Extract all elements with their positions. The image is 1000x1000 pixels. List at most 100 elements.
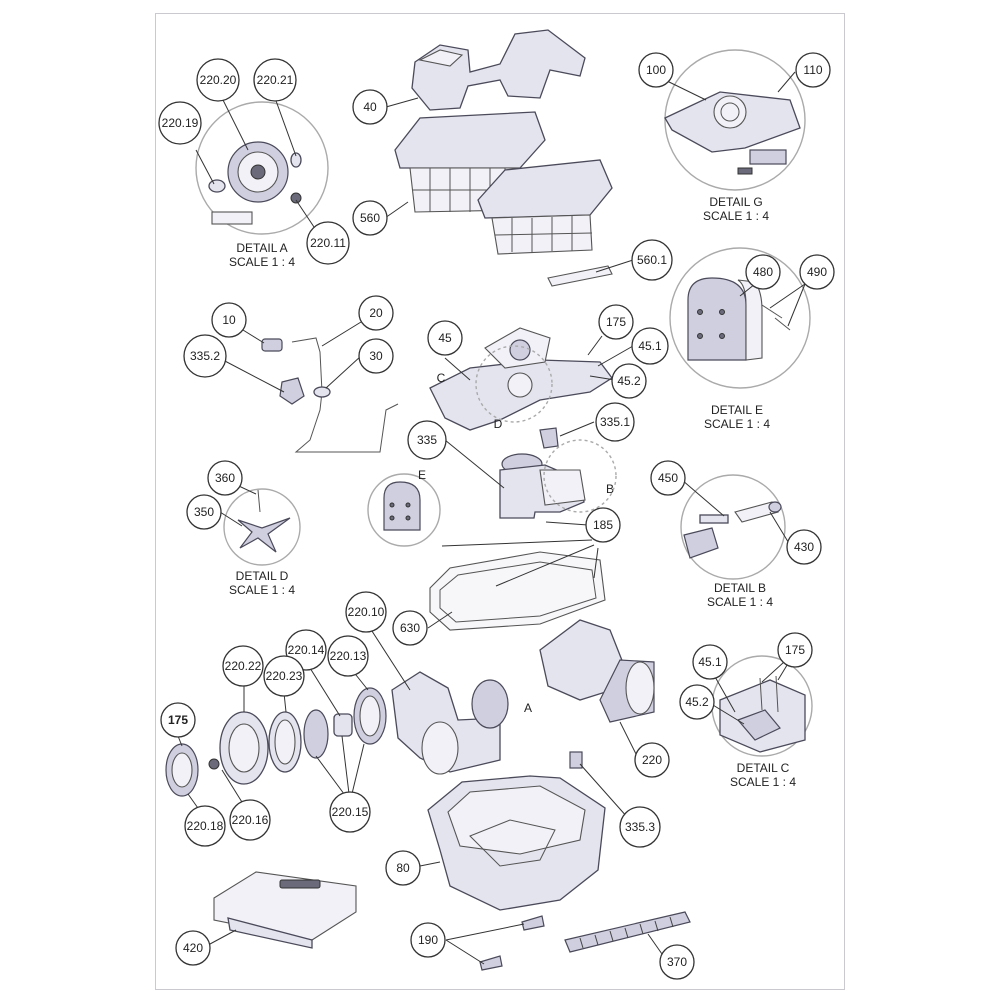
callout-c335: 335 [407, 420, 447, 460]
callout-circle [427, 320, 463, 356]
callout-label: 45.2 [617, 374, 641, 388]
callout-c560_1: 560.1 [631, 239, 673, 281]
callout-circle [619, 806, 661, 848]
callout-circle [222, 645, 264, 687]
callout-label: 220.14 [288, 643, 325, 657]
callout-c220_21: 220.21 [253, 58, 297, 102]
small-block [569, 751, 583, 769]
callout-circle [795, 52, 831, 88]
callout-label: 220.13 [330, 649, 367, 663]
callout-label: 480 [753, 265, 773, 279]
callout-c175b: 175 [160, 702, 196, 738]
callout-circle [410, 922, 446, 958]
callout-label: 220.11 [310, 236, 346, 250]
callout-label: 175 [785, 643, 805, 657]
callout-label: 220.15 [332, 805, 369, 819]
detail-c-title: DETAIL C [737, 761, 790, 775]
bottom-frame [429, 551, 606, 631]
callout-label: 45 [438, 331, 452, 345]
callout-circle [631, 327, 669, 365]
callout-c350: 350 [186, 494, 222, 530]
view-letter-b: B [606, 482, 614, 496]
callout-c175c: 175 [777, 632, 813, 668]
callout-circle [777, 632, 813, 668]
callout-label: 220 [642, 753, 662, 767]
callout-circle [585, 507, 621, 543]
detail-g: DETAIL G SCALE 1 : 4 [664, 49, 806, 223]
callout-c220_18: 220.18 [184, 805, 226, 847]
callout-c20: 20 [358, 295, 394, 331]
callout-circle [207, 460, 243, 496]
callout-circle [160, 702, 196, 738]
view-letter-d: D [494, 417, 503, 431]
callout-label: 490 [807, 265, 827, 279]
hose-assembly [261, 337, 399, 453]
callout-label: 175 [168, 713, 188, 727]
callout-c560: 560 [352, 200, 388, 236]
detail-b-title: DETAIL B [714, 581, 766, 595]
callout-label: 450 [658, 471, 678, 485]
detail-g-scale: SCALE 1 : 4 [703, 209, 769, 223]
callout-label: 45.1 [698, 655, 722, 669]
filter-basket-right [477, 159, 613, 255]
callout-c360: 360 [207, 460, 243, 496]
callout-label: 630 [400, 621, 420, 635]
callout-label: 220.19 [162, 116, 199, 130]
callout-circle [358, 295, 394, 331]
callout-circle [329, 791, 371, 833]
detail-e: DETAIL E SCALE 1 : 4 [669, 247, 811, 431]
callout-label: 350 [194, 505, 214, 519]
callout-c100: 100 [638, 52, 674, 88]
detail-d-title: DETAIL D [236, 569, 289, 583]
detail-d: DETAIL D SCALE 1 : 4 [223, 488, 301, 597]
detail-a-title: DETAIL A [236, 241, 287, 255]
callout-c220_20: 220.20 [196, 58, 240, 102]
callout-circle [327, 635, 369, 677]
callout-circle [183, 334, 227, 378]
callout-c45_1a: 45.1 [631, 327, 669, 365]
callout-c40: 40 [352, 89, 388, 125]
callout-circle [634, 742, 670, 778]
callout-c185: 185 [585, 507, 621, 543]
callout-c220_22: 220.22 [222, 645, 264, 687]
detail-d-scale: SCALE 1 : 4 [229, 583, 295, 597]
callout-c370: 370 [659, 944, 695, 980]
callout-circle [638, 52, 674, 88]
callout-label: 175 [606, 315, 626, 329]
callout-c490: 490 [799, 254, 835, 290]
callout-circle [253, 58, 297, 102]
callout-c45: 45 [427, 320, 463, 356]
callout-circle [650, 460, 686, 496]
callout-label: 335.3 [625, 820, 655, 834]
callout-c220_23: 220.23 [263, 655, 305, 697]
callout-circle [407, 420, 447, 460]
detail-e-small [367, 473, 441, 547]
callout-label: 220.20 [200, 73, 237, 87]
callout-label: 45.2 [685, 695, 709, 709]
callout-label: 40 [363, 100, 377, 114]
filter-screen [547, 265, 613, 287]
callout-c335_1: 335.1 [595, 402, 635, 442]
detail-g-title: DETAIL G [709, 195, 762, 209]
detail-e-scale: SCALE 1 : 4 [704, 417, 770, 431]
view-letter-e: E [418, 468, 426, 482]
callout-label: 220.16 [232, 813, 269, 827]
callout-label: 220.10 [348, 605, 385, 619]
callout-circle [175, 930, 211, 966]
drive-motor [539, 619, 655, 723]
callout-c420: 420 [175, 930, 211, 966]
callout-c190: 190 [410, 922, 446, 958]
callout-c430: 430 [786, 529, 822, 565]
callout-circle [598, 304, 634, 340]
callout-c175a: 175 [598, 304, 634, 340]
callout-circle [392, 610, 428, 646]
detail-b-scale: SCALE 1 : 4 [707, 595, 773, 609]
main-body [427, 775, 606, 911]
callout-circle [799, 254, 835, 290]
callout-circle [158, 101, 202, 145]
wheel-stack [165, 687, 387, 797]
callout-circle [306, 221, 350, 265]
callout-circle [229, 799, 271, 841]
